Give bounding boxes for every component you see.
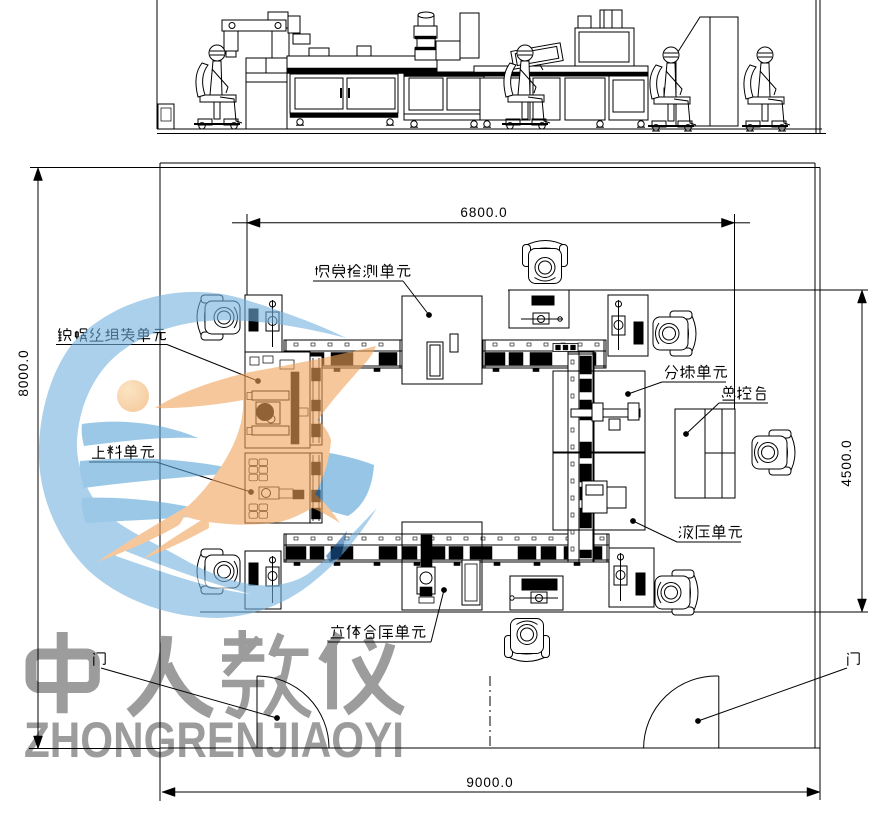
svg-text:8000.0: 8000.0 — [16, 349, 31, 396]
svg-text:4500.0: 4500.0 — [839, 439, 854, 486]
svg-text:6800.0: 6800.0 — [460, 205, 507, 220]
svg-text:9000.0: 9000.0 — [466, 775, 513, 790]
svg-text:ZHONGRENJIAOYI: ZHONGRENJIAOYI — [24, 712, 404, 768]
